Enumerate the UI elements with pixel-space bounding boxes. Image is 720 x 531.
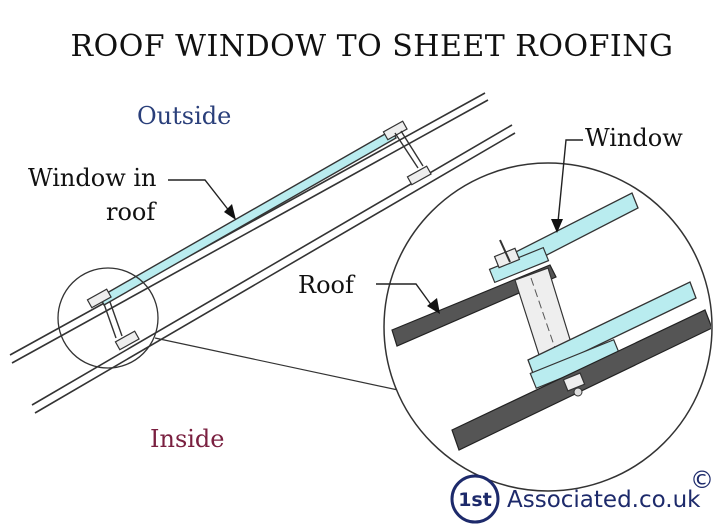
detail-window-glass-lower: [527, 281, 697, 377]
detail-indicator-circle: [57, 267, 159, 369]
leader-window: [551, 139, 583, 233]
label-window-in-roof-line1: Window in: [28, 164, 157, 192]
label-roof: Roof: [298, 271, 356, 299]
brand-badge: 1st: [450, 474, 500, 524]
svg-text:1st: 1st: [458, 489, 492, 511]
detail-roof-sheet-upper: [391, 264, 557, 347]
leader-window-in-roof: [168, 179, 236, 220]
fixing-bracket-lower: [86, 288, 140, 351]
fixing-bracket-upper: [382, 120, 432, 186]
roof-sheet-lower: [31, 124, 516, 414]
brand-copyright: ©: [690, 466, 714, 494]
brand-site: Associated.co.uk: [507, 487, 701, 513]
label-inside: Inside: [150, 425, 225, 453]
diagram-title: ROOF WINDOW TO SHEET ROOFING: [71, 29, 674, 64]
detail-connector-line: [154, 337, 413, 394]
label-window-in-roof-line2: roof: [106, 198, 157, 226]
label-outside: Outside: [137, 102, 231, 130]
leader-roof: [376, 283, 440, 314]
label-window: Window: [585, 124, 683, 152]
